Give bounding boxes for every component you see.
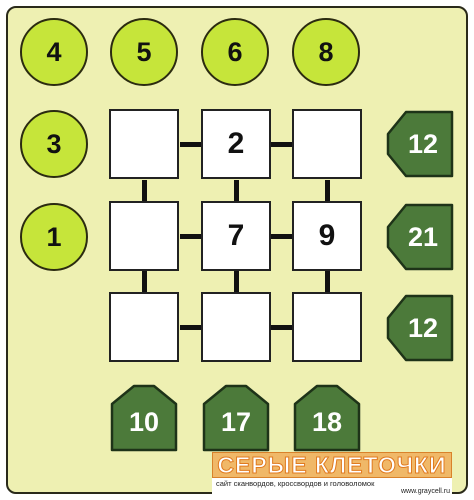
logo-title: СЕРЫЕ КЛЕТОЧКИ <box>212 451 452 478</box>
row-sum-shape <box>386 203 454 271</box>
cell-connector <box>234 271 239 295</box>
cell-connector <box>325 271 330 295</box>
column-sum-clue: 17 <box>220 406 252 437</box>
cell-connector <box>271 325 295 330</box>
column-sum-shape <box>110 384 178 452</box>
number-piece[interactable]: 3 <box>20 110 88 178</box>
row-sum-clue: 21 <box>407 221 439 252</box>
cell-connector <box>142 271 147 295</box>
cell-connector <box>180 142 204 147</box>
column-sum-shape <box>202 384 270 452</box>
row-sum-clue: 12 <box>407 128 439 159</box>
row-sum-shape <box>386 294 454 362</box>
cell-connector <box>325 180 330 204</box>
grid-cell[interactable]: 9 <box>292 201 362 271</box>
row-sum-shape <box>386 110 454 178</box>
cell-connector <box>271 234 295 239</box>
cell-connector <box>271 142 295 147</box>
cell-connector <box>142 180 147 204</box>
cell-connector <box>180 325 204 330</box>
grid-cell[interactable] <box>109 201 179 271</box>
number-piece[interactable]: 6 <box>201 18 269 86</box>
grid-cell[interactable] <box>201 292 271 362</box>
site-logo: СЕРЫЕ КЛЕТОЧКИ сайт сканвордов, кроссвор… <box>212 451 452 496</box>
number-piece[interactable]: 5 <box>110 18 178 86</box>
grid-cell[interactable] <box>109 292 179 362</box>
logo-tagline: сайт сканвордов, кроссвордов и головолом… <box>216 479 375 488</box>
row-sum-clue: 12 <box>407 312 439 343</box>
number-piece[interactable]: 8 <box>292 18 360 86</box>
cell-connector <box>234 180 239 204</box>
grid-cell[interactable] <box>292 109 362 179</box>
cell-connector <box>180 234 204 239</box>
grid-cell[interactable]: 7 <box>201 201 271 271</box>
column-sum-clue: 10 <box>128 406 160 437</box>
grid-cell[interactable]: 2 <box>201 109 271 179</box>
grid-cell[interactable] <box>109 109 179 179</box>
number-piece[interactable]: 1 <box>20 203 88 271</box>
logo-url: www.graycell.ru <box>400 488 450 495</box>
column-sum-clue: 18 <box>311 406 343 437</box>
column-sum-shape <box>293 384 361 452</box>
grid-cell[interactable] <box>292 292 362 362</box>
number-piece[interactable]: 4 <box>20 18 88 86</box>
